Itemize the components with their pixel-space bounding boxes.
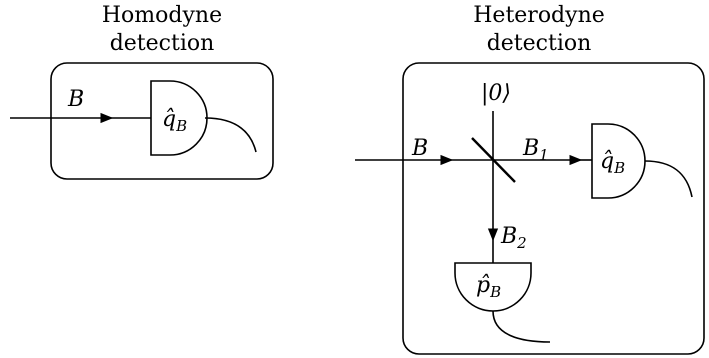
heterodyne-p-detector	[454, 262, 532, 312]
homodyne-detector	[150, 80, 208, 156]
homodyne-title-line2: detection	[110, 31, 215, 56]
homodyne-detector-symbol: q̂B	[162, 107, 187, 135]
output-b2-label: B2	[500, 224, 527, 252]
heterodyne-p-detector-symbol: p̂B	[476, 273, 501, 301]
homodyne-box	[50, 62, 274, 180]
heterodyne-input-label: B	[411, 136, 428, 161]
homodyne-output-cable	[204, 117, 257, 153]
heterodyne-title-line1: Heterodyne	[473, 3, 605, 28]
output-b1-label: B1	[522, 136, 549, 164]
heterodyne-p-output-cable	[492, 310, 551, 343]
homodyne-input-label: B	[67, 87, 84, 112]
homodyne-title-line1: Homodyne	[102, 3, 222, 28]
vacuum-label: |0⟩	[481, 81, 511, 106]
heterodyne-q-detector	[591, 123, 646, 199]
heterodyne-q-detector-symbol: q̂B	[600, 149, 625, 177]
heterodyne-box	[402, 62, 705, 355]
heterodyne-q-output-cable	[644, 160, 693, 198]
heterodyne-title-line2: detection	[487, 31, 592, 56]
